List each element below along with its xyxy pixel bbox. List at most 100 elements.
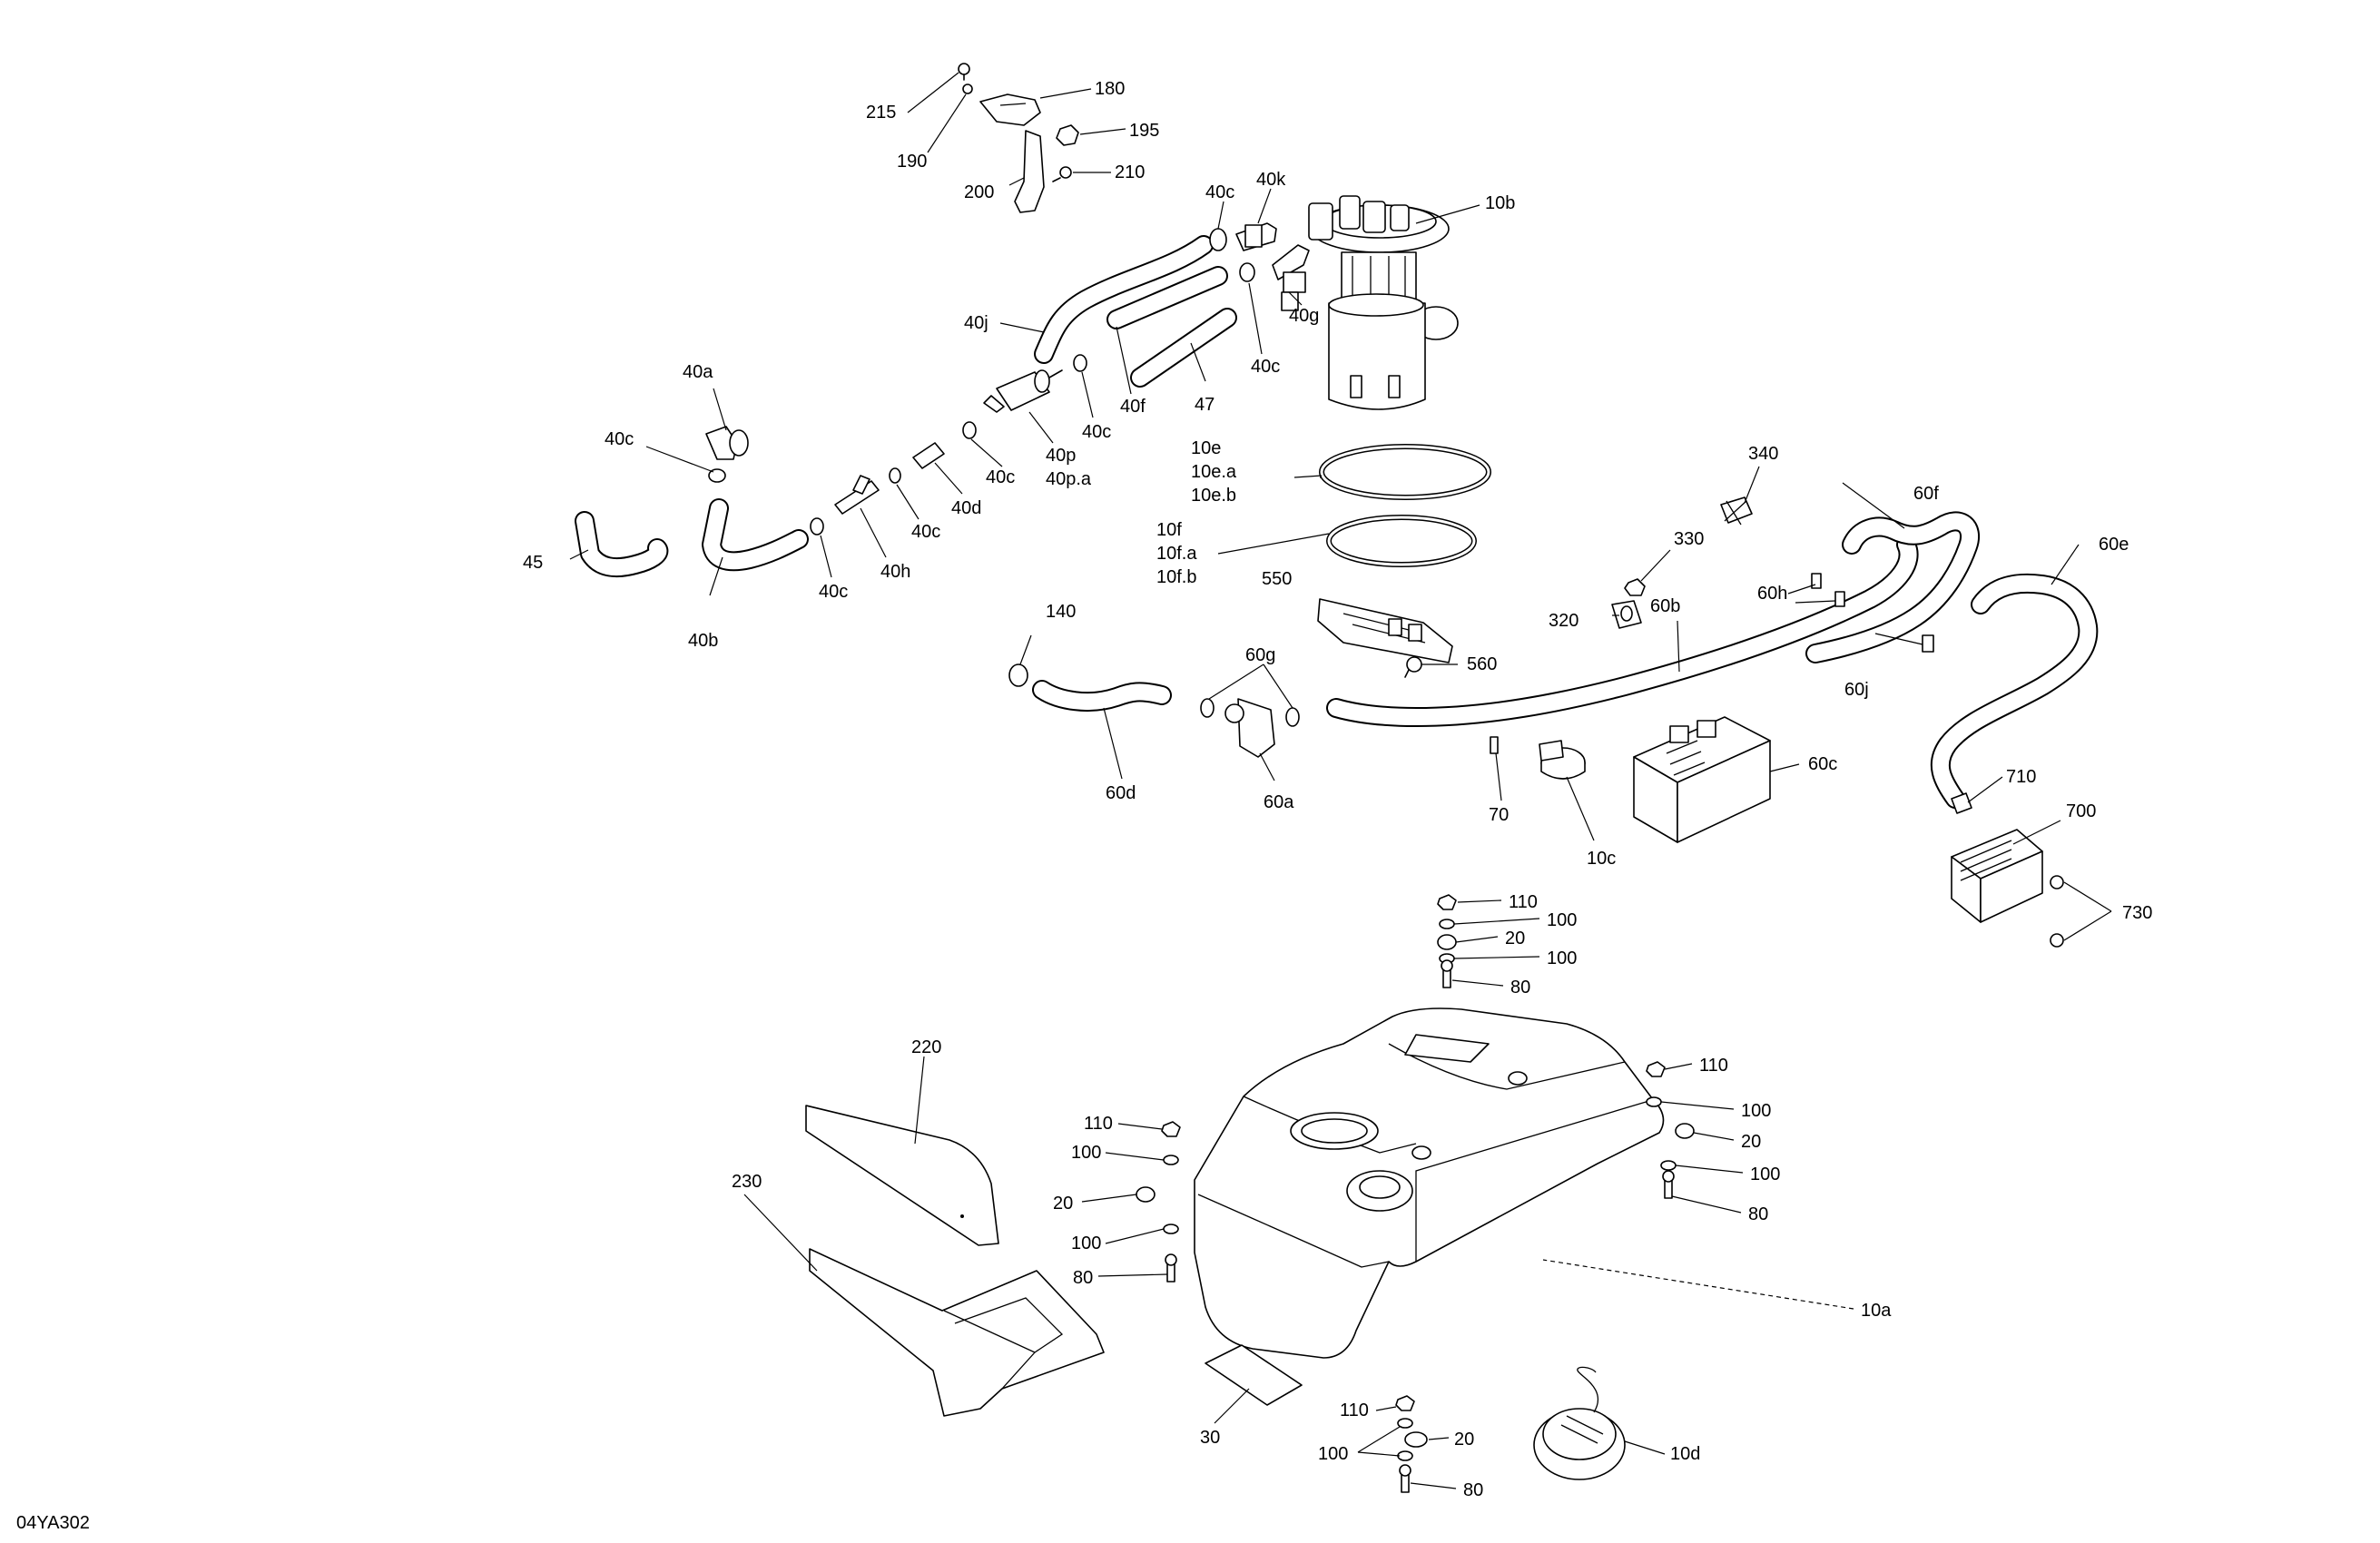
part-40d-tube [912,442,945,469]
hardware-left-stack [1136,1121,1181,1283]
part-140-clamp [1008,663,1028,687]
label-210: 210 [1115,162,1145,182]
label-40c: 40c [1205,182,1234,202]
label-10e-b: 10e.b [1191,486,1236,506]
label-10e-a: 10e.a [1191,462,1237,482]
label-40c: 40c [605,429,634,449]
label-110: 110 [1509,892,1538,912]
label-80: 80 [1073,1268,1093,1288]
label-100: 100 [1071,1143,1101,1163]
label-320: 320 [1549,611,1578,631]
part-320-clamp [1611,600,1642,629]
part-60g-clamp [1200,698,1300,727]
label-10d: 10d [1670,1444,1700,1464]
label-20: 20 [1505,929,1525,948]
label-10f: 10f [1156,520,1182,540]
part-10c-sender [1539,740,1586,780]
diagram-code: 04YA302 [16,1513,90,1533]
part-180-clamp [979,93,1041,126]
label-100: 100 [1318,1444,1348,1464]
part-40c-clamp-top [1209,228,1227,251]
part-710-connector [1951,792,1972,814]
part-60c-charcoal-canister [1633,716,1771,843]
label-10e: 10e [1191,438,1221,458]
part-60e-vent-hose [1930,573,2099,809]
label-100: 100 [1741,1101,1771,1121]
part-10a-fuel-tank [1194,1007,1665,1359]
label-20: 20 [1741,1132,1761,1152]
part-10b-fuel-pump-module [1308,195,1459,410]
label-330: 330 [1674,529,1704,549]
label-40j: 40j [964,313,988,333]
label-340: 340 [1748,444,1778,464]
label-110: 110 [1340,1400,1369,1420]
label-70: 70 [1489,805,1509,825]
label-60g: 60g [1245,645,1275,665]
part-10e-lock-ring [1319,444,1491,500]
label-550: 550 [1262,569,1292,589]
label-40b: 40b [688,631,718,651]
label-195: 195 [1129,121,1159,141]
part-40k-connector [1235,222,1277,251]
hardware-top-stack [1437,894,1457,988]
part-230-skid-plate [809,1248,1105,1417]
label-40f: 40f [1120,397,1146,417]
label-30: 30 [1200,1428,1220,1448]
label-40c: 40c [986,467,1015,487]
label-60h: 60h [1757,584,1787,604]
hardware-bottom-stack [1395,1395,1428,1493]
label-40g: 40g [1289,306,1319,326]
label-40k: 40k [1256,170,1286,190]
label-180: 180 [1095,79,1125,99]
part-190-washer [962,84,973,94]
label-80: 80 [1748,1204,1768,1224]
label-220: 220 [911,1037,941,1057]
part-40b-hose [702,498,809,572]
part-60j-fitting [1922,634,1934,653]
label-10a: 10a [1861,1301,1892,1321]
part-560-screw [1404,656,1422,678]
label-190: 190 [897,152,927,172]
part-550-rollover-valve [1317,598,1453,663]
label-40c: 40c [1251,357,1280,377]
label-60b: 60b [1650,596,1680,616]
part-40c-clamp-left [810,517,824,536]
label-40c: 40c [1082,422,1111,442]
label-700: 700 [2066,801,2096,821]
label-60e: 60e [2099,535,2129,555]
part-215-screw [958,63,970,81]
part-40c-clamp-mid [1073,354,1087,372]
part-195-nut [1056,124,1079,146]
label-40c: 40c [819,582,848,602]
label-20: 20 [1454,1430,1474,1450]
label-10b: 10b [1485,193,1515,213]
label-10f-a: 10f.a [1156,544,1197,564]
part-60f-vent-hose [1805,511,1980,663]
label-560: 560 [1467,654,1497,674]
part-70-fitting [1490,736,1499,754]
part-60b-vent-hose [1326,535,1919,727]
part-340-clip [1720,496,1753,526]
part-210-screw [1052,166,1072,182]
label-215: 215 [866,103,896,123]
label-100: 100 [1750,1165,1780,1184]
part-60h-fitting [1811,573,1845,607]
label-230: 230 [732,1172,762,1192]
part-700-electronic-module [1951,829,2043,923]
label-710: 710 [2006,767,2036,787]
label-40h: 40h [880,562,910,582]
part-47-hose [1130,308,1237,388]
part-45-hose [575,511,669,578]
part-10f-seal-ring [1326,515,1477,567]
label-60j: 60j [1844,680,1869,700]
part-330-nut [1624,578,1646,596]
label-100: 100 [1547,910,1577,930]
label-40d: 40d [951,498,981,518]
label-60a: 60a [1264,792,1294,812]
part-10d-fuel-cap [1533,1366,1626,1480]
label-110: 110 [1084,1114,1113,1134]
label-60d: 60d [1106,783,1136,803]
part-220-heat-shield [805,1105,999,1246]
label-60f: 60f [1913,484,1939,504]
